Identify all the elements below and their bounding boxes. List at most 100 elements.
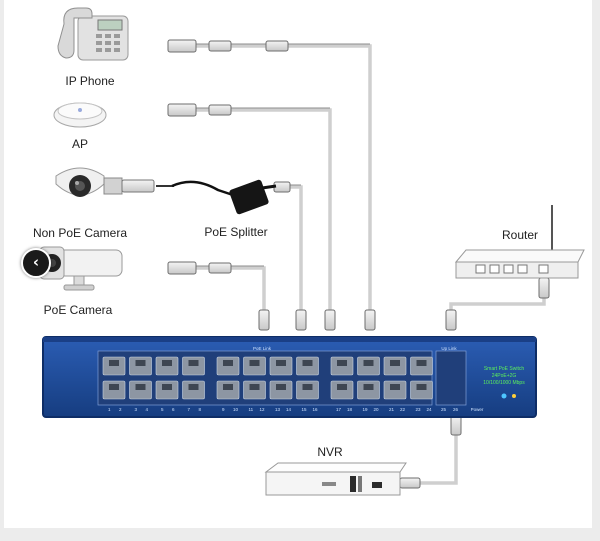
connector-poecam-1 xyxy=(167,261,197,275)
up-link-label: Up Link xyxy=(441,346,457,351)
router-label: Router xyxy=(502,228,538,242)
port-number-label: 4 xyxy=(146,407,149,412)
connector-router-b xyxy=(445,309,457,331)
connector-ap-1 xyxy=(167,103,197,117)
port-number-label: 3 xyxy=(135,407,138,412)
power-adapter-icon xyxy=(121,179,174,193)
port-number-label: 19 xyxy=(363,407,369,412)
router-icon xyxy=(454,205,585,279)
brand-line-2: 24PoE+2G xyxy=(492,373,517,379)
switch-port-20-latch xyxy=(363,384,374,390)
switch-port-12-latch xyxy=(249,384,260,390)
switch-port-7-latch xyxy=(188,360,199,366)
port-number-label: 9 xyxy=(222,407,225,412)
connector-splitter-out xyxy=(273,181,291,193)
connector-ap-2 xyxy=(208,104,232,116)
dome-camera-icon xyxy=(55,167,123,197)
switch-port-14-latch xyxy=(276,384,286,390)
poe-link-label: PoE Link xyxy=(253,346,272,351)
switch-port-19-latch xyxy=(363,360,374,366)
brand-line-1: Smart PoE Switch xyxy=(484,366,525,372)
switch-port-13-latch xyxy=(276,360,286,366)
port-number-label: 5 xyxy=(161,407,164,412)
cable-poe-camera xyxy=(192,266,266,320)
switch-port-1-latch xyxy=(109,360,119,366)
connector-sw-3 xyxy=(324,309,336,331)
switch-port-23-latch xyxy=(416,360,427,366)
port-number-label: 2 xyxy=(119,407,122,412)
power-label: Power xyxy=(471,407,484,412)
port-number-label: 13 xyxy=(275,407,281,412)
port-number-label: 22 xyxy=(400,407,406,412)
poe-splitter-icon xyxy=(171,179,277,215)
switch-port-11-latch xyxy=(249,360,260,366)
port-number-label: 10 xyxy=(233,407,239,412)
non-poe-camera-label: Non PoE Camera xyxy=(33,226,127,240)
switch-port-17-latch xyxy=(337,360,347,366)
connectors xyxy=(167,39,550,489)
nvr-icon xyxy=(264,462,407,496)
switch-port-24-latch xyxy=(416,384,427,390)
connector-sw-1 xyxy=(258,309,270,331)
switch-port-9-latch xyxy=(223,360,233,366)
cable-router xyxy=(449,284,546,320)
switch-port-grid xyxy=(102,356,463,400)
connector-sw-2 xyxy=(295,309,307,331)
port-number-label: 12 xyxy=(260,407,266,412)
network-diagram: IP Phone AP Non PoE Camera PoE Splitter … xyxy=(33,7,585,496)
port-number-label: 15 xyxy=(302,407,308,412)
port-number-label: 24 xyxy=(427,407,433,412)
switch-port-22-latch xyxy=(390,384,400,390)
ap-label: AP xyxy=(72,137,88,151)
switch-port-18-latch xyxy=(337,384,347,390)
port-number-label: 8 xyxy=(199,407,202,412)
port-number-label: 18 xyxy=(347,407,353,412)
nvr-label: NVR xyxy=(317,445,343,459)
uplink-number-label: 26 xyxy=(453,407,459,412)
cable-nvr xyxy=(398,418,458,485)
poe-splitter-label: PoE Splitter xyxy=(204,225,267,239)
power-led xyxy=(501,393,507,399)
port-number-label: 7 xyxy=(188,407,191,412)
cable-ap xyxy=(192,108,332,320)
ip-phone-label: IP Phone xyxy=(65,74,114,88)
port-number-label: 1 xyxy=(108,407,111,412)
switch-port-8-latch xyxy=(188,384,199,390)
switch-port-6-latch xyxy=(162,384,172,390)
chevron-left-icon[interactable]: ‹ xyxy=(32,253,40,271)
port-number-label: 17 xyxy=(336,407,342,412)
port-number-label: 16 xyxy=(313,407,319,412)
switch-port-10-latch xyxy=(223,384,233,390)
uplink-number-label: 25 xyxy=(441,407,447,412)
switch-port-16-latch xyxy=(302,384,313,390)
switch-port-21-latch xyxy=(390,360,400,366)
connector-nvr-b xyxy=(399,477,421,489)
switch-port-3-latch xyxy=(135,360,146,366)
port-number-label: 21 xyxy=(389,407,395,412)
connector-sw-4 xyxy=(364,309,376,331)
switch-port-2-latch xyxy=(109,384,119,390)
port-number-label: 14 xyxy=(286,407,292,412)
port-number-label: 23 xyxy=(416,407,422,412)
switch-port-5-latch xyxy=(162,360,172,366)
access-point-icon xyxy=(53,102,107,128)
connector-ipphone-2 xyxy=(208,40,232,52)
switch-port-15-latch xyxy=(302,360,313,366)
switch-port-4-latch xyxy=(135,384,146,390)
brand-line-3: 10/100/1000 Mbps xyxy=(483,380,525,386)
port-number-label: 11 xyxy=(249,407,254,412)
port-number-label: 20 xyxy=(374,407,380,412)
port-number-label: 6 xyxy=(172,407,175,412)
cable-splitter xyxy=(282,185,303,320)
cable-ip-phone xyxy=(192,44,372,320)
ip-phone-icon xyxy=(57,7,129,61)
connector-router-a xyxy=(538,277,550,299)
bullet-camera-icon xyxy=(39,246,123,291)
previous-button[interactable]: ‹ xyxy=(21,248,51,278)
connector-ipphone-1 xyxy=(167,39,197,53)
poe-camera-label: PoE Camera xyxy=(44,303,113,317)
status-led xyxy=(512,394,516,398)
diagram-canvas: IP Phone AP Non PoE Camera PoE Splitter … xyxy=(4,0,592,528)
